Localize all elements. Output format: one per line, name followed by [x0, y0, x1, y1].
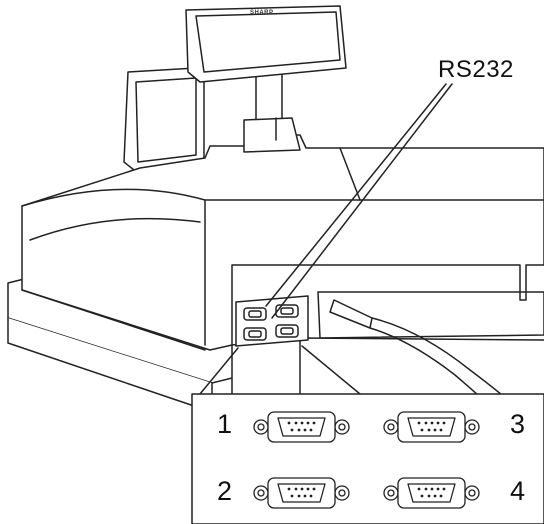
rs232-pointer-line — [265, 83, 453, 319]
panel-connector-4 — [275, 324, 299, 338]
port-panel — [235, 291, 544, 347]
detail-box — [191, 393, 544, 524]
port-number-4: 4 — [510, 476, 526, 506]
port-number-2: 2 — [217, 476, 233, 506]
db9-port-2 — [253, 477, 350, 509]
port-number-1: 1 — [217, 409, 233, 439]
panel-connector-3 — [275, 304, 299, 318]
db9-port-1 — [253, 411, 350, 443]
rs232-label: RS232 — [438, 56, 514, 83]
pole-display — [185, 5, 347, 153]
brand-logo: SHARP — [250, 10, 274, 16]
detail-leader-lines — [199, 345, 361, 395]
rear-display-panel — [123, 67, 205, 171]
db9-port-3 — [383, 411, 480, 443]
panel-connector-2 — [243, 327, 267, 341]
panel-connector-1 — [243, 307, 267, 321]
port-number-3: 3 — [510, 409, 526, 439]
register-body — [21, 134, 544, 351]
db9-port-4 — [383, 477, 480, 509]
